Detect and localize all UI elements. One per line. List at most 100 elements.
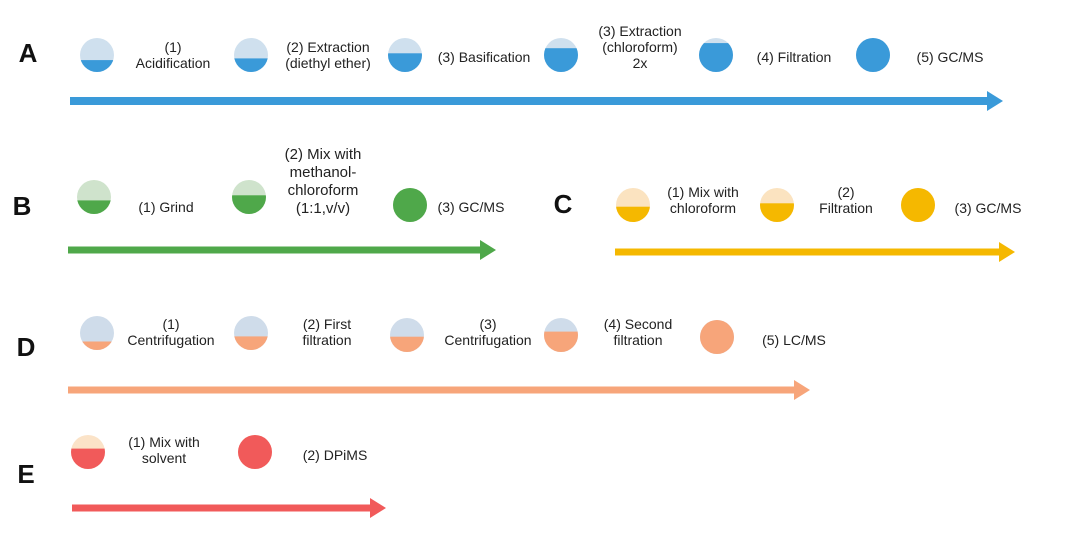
step-label: (5) LC/MS bbox=[762, 332, 826, 348]
step-6: (5) GC/MS bbox=[856, 38, 983, 72]
vessel-icon bbox=[234, 316, 268, 350]
step-2: (2) Extraction(diethyl ether) bbox=[234, 38, 371, 72]
step-label-line: (2) First bbox=[303, 316, 351, 332]
step-label-line: Acidification bbox=[136, 55, 211, 71]
vessel-icon bbox=[234, 38, 268, 72]
vessel-icon bbox=[856, 38, 890, 72]
step-label-line: (2) DPiMS bbox=[303, 447, 368, 463]
vessel-icon bbox=[80, 38, 114, 72]
step-label-line: (chloroform) bbox=[602, 39, 677, 55]
step-label: (2)Filtration bbox=[819, 184, 873, 216]
step-label: (5) GC/MS bbox=[917, 49, 984, 65]
step-label-line: Centrifugation bbox=[127, 332, 214, 348]
panel-label: E bbox=[17, 459, 34, 489]
step-label-line: (4) Second bbox=[604, 316, 672, 332]
panel-a: A (1)Acidification (2) Extraction(diethyl … bbox=[19, 23, 1003, 111]
step-label: (4) Filtration bbox=[757, 49, 832, 65]
step-1: (1) Grind bbox=[77, 180, 194, 215]
step-label-line: (4) Filtration bbox=[757, 49, 832, 65]
vessel-icon bbox=[393, 188, 427, 222]
step-label-line: (2) Extraction bbox=[286, 39, 369, 55]
step-label-line: solvent bbox=[142, 450, 186, 466]
step-label-line: Filtration bbox=[819, 200, 873, 216]
process-arrow bbox=[72, 498, 386, 518]
step-2: (2) DPiMS bbox=[238, 435, 367, 469]
vessel-icon bbox=[901, 188, 935, 222]
step-label-line: chloroform bbox=[670, 200, 736, 216]
step-label-line: (1) Mix with bbox=[667, 184, 739, 200]
step-label-line: chloroform bbox=[288, 182, 359, 199]
vessel-icon bbox=[238, 435, 272, 469]
vessel-icon bbox=[388, 38, 422, 72]
vessel-icon bbox=[77, 180, 111, 214]
step-label-line: (1:1,v/v) bbox=[296, 200, 350, 217]
step-label-line: (5) LC/MS bbox=[762, 332, 826, 348]
step-label-line: (3) Extraction bbox=[598, 23, 681, 39]
vessel-icon bbox=[616, 188, 650, 222]
process-arrow bbox=[68, 380, 810, 400]
step-label-line: (3) GC/MS bbox=[955, 200, 1022, 216]
step-3: (3)Centrifugation bbox=[390, 316, 532, 352]
vessel-icon bbox=[699, 38, 733, 72]
step-label: (3) Basification bbox=[438, 49, 531, 65]
step-label: (2) DPiMS bbox=[303, 447, 368, 463]
step-4: (3) Extraction(chloroform)2x bbox=[544, 23, 682, 72]
step-label-line: (diethyl ether) bbox=[285, 55, 371, 71]
step-label-line: (1) bbox=[162, 316, 179, 332]
step-label-line: (3) bbox=[479, 316, 496, 332]
panel-label: C bbox=[554, 189, 573, 219]
step-label: (1)Centrifugation bbox=[127, 316, 214, 348]
step-label: (3)Centrifugation bbox=[444, 316, 531, 348]
step-label-line: (1) bbox=[164, 39, 181, 55]
vessel-icon bbox=[760, 188, 794, 222]
step-label-line: (2) bbox=[837, 184, 854, 200]
step-5: (5) LC/MS bbox=[700, 320, 826, 354]
process-arrow bbox=[68, 240, 496, 260]
step-3: (3) GC/MS bbox=[393, 188, 504, 222]
step-label: (1) Grind bbox=[138, 199, 193, 215]
step-1: (1)Acidification bbox=[80, 38, 210, 72]
vessel-icon bbox=[71, 435, 105, 469]
step-label-line: (1) Mix with bbox=[128, 434, 200, 450]
step-label-line: (3) GC/MS bbox=[438, 199, 505, 215]
step-label-line: filtration bbox=[302, 332, 351, 348]
panel-label: D bbox=[17, 332, 36, 362]
step-label: (3) Extraction(chloroform)2x bbox=[598, 23, 681, 71]
step-label-line: Centrifugation bbox=[444, 332, 531, 348]
step-3: (3) Basification bbox=[388, 38, 530, 72]
process-arrow bbox=[70, 91, 1003, 111]
process-arrow bbox=[615, 242, 1015, 262]
panel-label: B bbox=[13, 191, 32, 221]
step-label: (3) GC/MS bbox=[955, 200, 1022, 216]
step-label-line: filtration bbox=[613, 332, 662, 348]
step-label-line: (5) GC/MS bbox=[917, 49, 984, 65]
step-label: (3) GC/MS bbox=[438, 199, 505, 215]
step-2: (2)Filtration bbox=[760, 184, 873, 222]
vessel-icon bbox=[700, 320, 734, 354]
vessel-icon bbox=[232, 180, 266, 214]
step-label: (1)Acidification bbox=[136, 39, 211, 71]
step-label: (2) Extraction(diethyl ether) bbox=[285, 39, 371, 71]
vessel-icon bbox=[80, 316, 114, 350]
step-3: (3) GC/MS bbox=[901, 188, 1021, 222]
panel-label: A bbox=[19, 38, 38, 68]
vessel-icon bbox=[390, 318, 424, 352]
step-label-line: methanol- bbox=[290, 164, 357, 181]
step-label-line: 2x bbox=[633, 55, 648, 71]
step-label-line: (1) Grind bbox=[138, 199, 193, 215]
step-5: (4) Filtration bbox=[699, 38, 831, 72]
